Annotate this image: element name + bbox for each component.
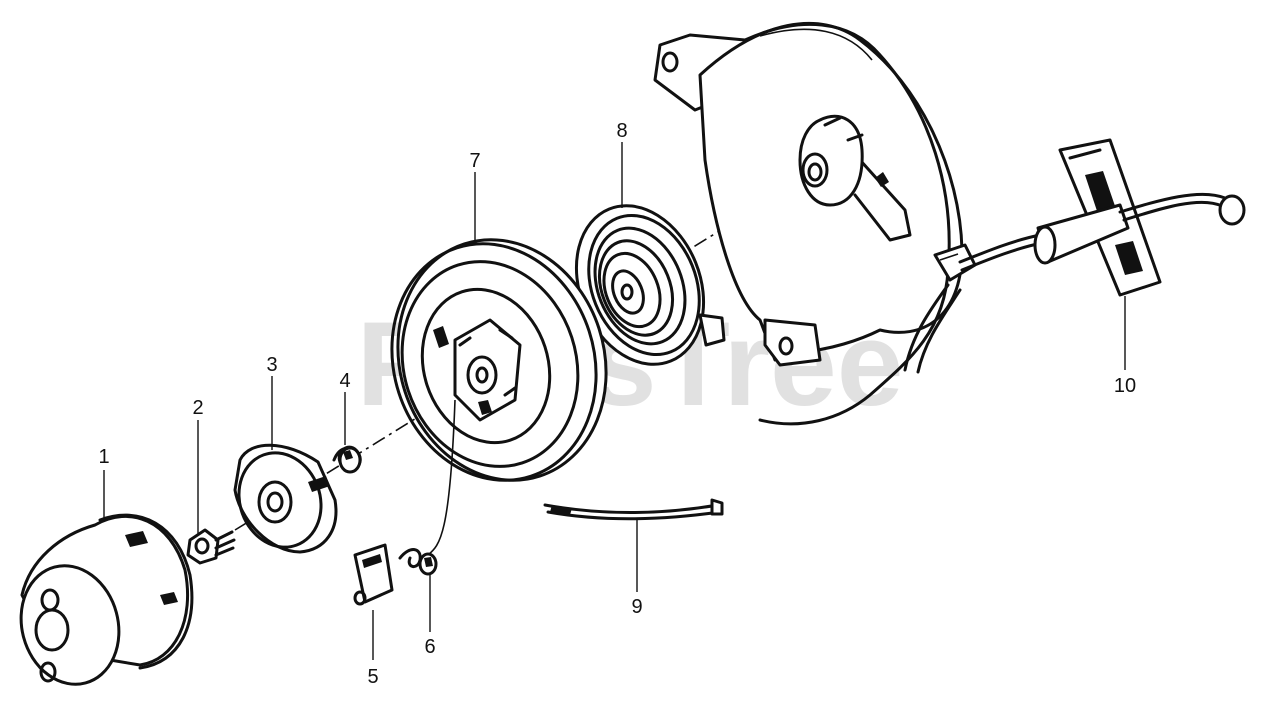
leader-lines [103,142,1126,660]
part-label-7: 7 [469,150,480,172]
ratchet-guide [233,443,338,554]
part-label-3: 3 [266,354,277,376]
reel [390,238,608,482]
small-spring [332,445,362,474]
screw [186,528,236,565]
part-label-8: 8 [616,120,627,142]
part-label-6: 6 [424,636,435,658]
starter-cup [19,513,194,686]
recoil-spring [574,204,726,366]
part-label-1: 1 [98,446,109,468]
part-label-5: 5 [367,666,378,688]
part-label-9: 9 [631,596,642,618]
starter-rope [543,498,724,521]
part-label-10: 10 [1114,375,1136,397]
starter-handle [903,138,1246,374]
part-label-2: 2 [192,397,203,419]
part-label-4: 4 [339,370,350,392]
ratchet [353,543,394,606]
starter-housing [653,21,977,426]
ratchet-spring [398,399,456,576]
